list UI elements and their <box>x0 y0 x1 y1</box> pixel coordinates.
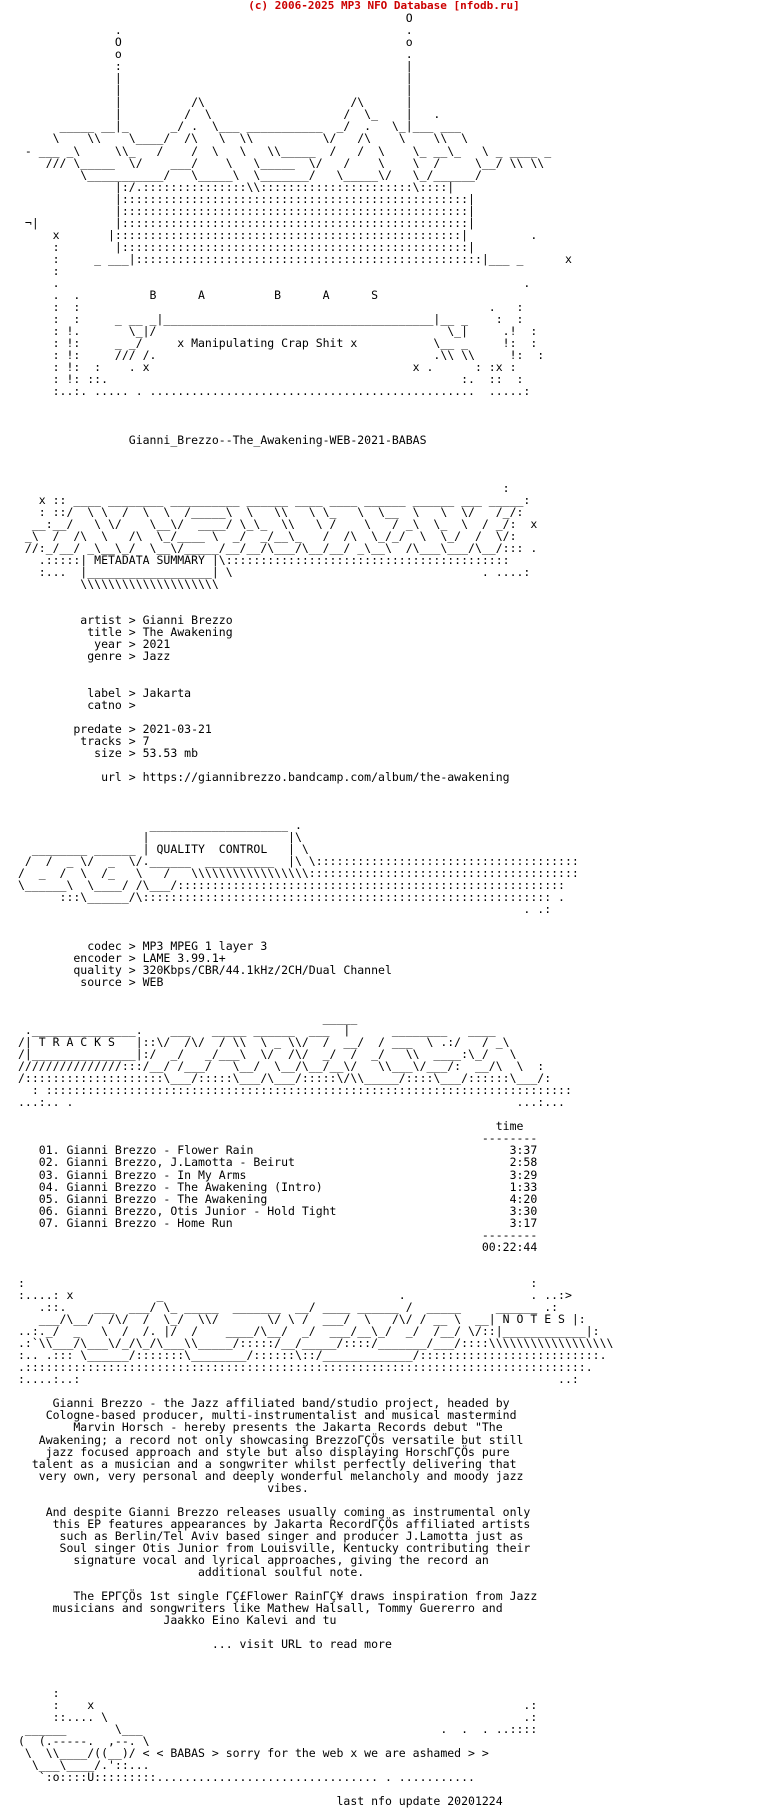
nfo-text: O . . O o o . : <box>18 11 614 1808</box>
site-header: (c) 2006-2025 MP3 NFO Database [nfodb.ru… <box>248 0 520 12</box>
